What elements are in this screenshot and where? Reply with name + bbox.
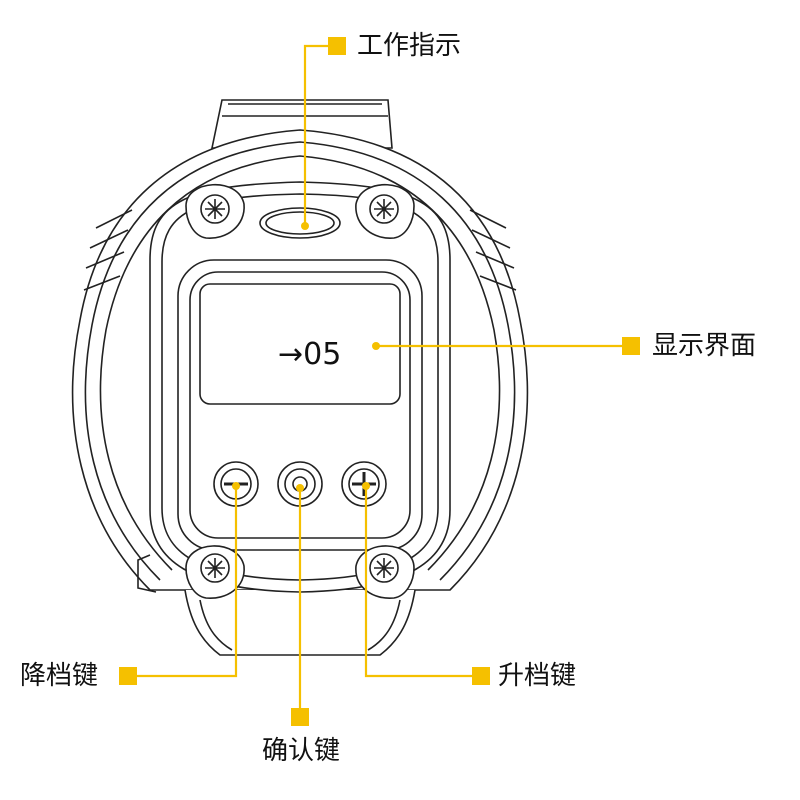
marker-work-indicator [328,37,346,55]
label-upshift-key: 升档键 [498,661,577,691]
marker-confirm [291,708,309,726]
marker-display [622,337,640,355]
leader-upshift [364,486,478,678]
screw-top-right [355,183,415,239]
label-confirm-key: 确认键 [262,736,341,766]
label-display-interface: 显示界面 [652,331,757,361]
callout-lines [135,44,628,715]
display-reading: →05 [278,337,341,372]
dot-work-indicator [301,222,309,230]
dot-upshift [362,482,370,490]
marker-downshift [119,667,137,685]
dot-downshift [232,482,240,490]
screw-bottom-right [355,545,415,599]
dot-display [372,342,380,350]
dot-confirm [296,484,304,492]
screw-top-left [185,183,245,239]
screw-bottom-left [185,545,245,599]
leader-work-indicator [303,44,329,224]
work-indicator-lens [259,207,341,239]
callout-markers [119,37,640,726]
marker-upshift [472,667,490,685]
leader-downshift [135,486,238,678]
label-work-indicator: 工作指示 [357,31,462,61]
label-downshift-key: 降档键 [20,661,99,691]
